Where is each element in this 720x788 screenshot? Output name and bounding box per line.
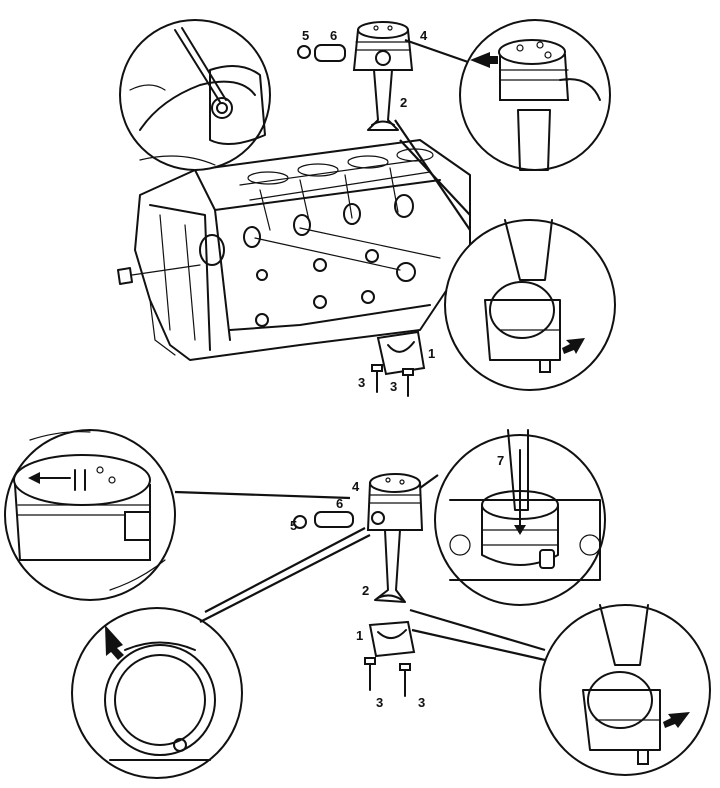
callout-1-top: 1 [428,346,435,361]
engine-block [117,139,471,361]
top-callouts: 5 6 4 2 1 3 3 [302,28,435,394]
ring-compressor-detail [434,429,606,606]
leader-bottom-rod-right-1 [409,608,546,652]
callout-6-top: 6 [330,28,337,43]
callout-3-top-b: 3 [390,379,397,394]
callout-4-bottom: 4 [352,479,360,494]
piston-direction-detail [459,19,611,171]
leader-top-rod-2 [399,139,471,216]
callout-3-bottom-b: 3 [418,695,425,710]
top-circlip [297,45,311,59]
bottom-cap-bolts [364,657,411,697]
top-connecting-rod [367,69,399,131]
callout-2-top: 2 [400,95,407,110]
leader-bottom-piston-right [419,474,439,489]
leader-top-piston [404,38,469,64]
circlip-removal-detail [119,19,271,171]
bottom-piston-pin [314,511,354,528]
leader-bottom-circlip-2 [199,534,371,623]
bottom-bearing-cap [368,620,416,658]
conrod-marking-detail [444,219,616,391]
bottom-callouts: 4 6 5 7 2 1 3 3 [290,453,504,710]
oil-plug [117,264,201,285]
callout-5-bottom: 5 [290,518,297,533]
top-piston-pin [314,44,346,62]
bottom-connecting-rod [374,529,406,603]
leader-bottom-circlip-1 [204,527,366,613]
callout-7-bottom: 7 [497,453,504,468]
conrod-cap-marking-detail [539,604,711,776]
top-bearing-cap [376,330,426,376]
callout-5-top: 5 [302,28,309,43]
piston-top-arrow-detail [4,429,176,601]
top-piston [352,21,414,71]
bottom-circlip [293,515,307,529]
callout-4-top: 4 [420,28,428,43]
callout-1-bottom: 1 [356,628,363,643]
top-cap-bolts [371,364,414,397]
callout-6-bottom: 6 [336,496,343,511]
bottom-piston [366,473,424,531]
leader-bottom-piston-left [174,490,351,500]
callout-3-bottom-a: 3 [376,695,383,710]
callout-2-bottom: 2 [362,583,369,598]
circlip-gap-detail [71,607,243,779]
callout-3-top-a: 3 [358,375,365,390]
leader-bottom-rod-right-2 [411,628,546,662]
